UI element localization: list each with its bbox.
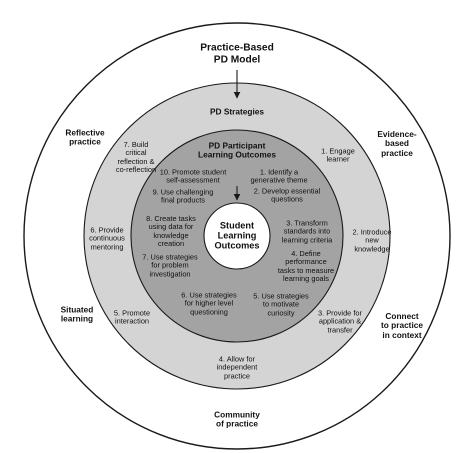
participant-outcome-item: 5. Use strategies to motivate curiosity xyxy=(253,291,309,318)
pd-strategy-item: 4. Allow for independent practice xyxy=(216,354,258,381)
outer-label-reflective-practice: Reflective practice xyxy=(65,127,105,147)
outer-label-community-of-practice: Community of practice xyxy=(214,409,260,429)
pd-strategy-item: 2. Introduce new knowledge xyxy=(352,227,392,254)
center-label: Student Learning Outcomes xyxy=(214,220,260,252)
pd-strategy-item: 3. Provide for application & transfer xyxy=(318,308,362,335)
pd-strategies-title: PD Strategies xyxy=(210,106,264,117)
participant-outcome-item: 3. Transform standards into learning cri… xyxy=(281,218,333,245)
pd-strategy-item: 7. Build critical reflection & co-reflec… xyxy=(115,140,157,175)
outer-label-evidence-based-practice: Evidence- based practice xyxy=(377,128,417,158)
participant-outcome-item: 8. Create tasks using data for knowledge… xyxy=(146,214,196,249)
participant-outcome-item: 10. Promote student self-assessment xyxy=(159,167,227,185)
participant-outcome-item: 2. Develop essential questions xyxy=(253,186,321,204)
participant-outcomes-title: PD Participant Learning Outcomes xyxy=(198,140,276,160)
pd-strategy-item: 6. Provide continuous mentoring xyxy=(89,225,125,252)
model-title: Practice-Based PD Model xyxy=(200,42,274,66)
pd-strategy-item: 5. Promote interaction xyxy=(113,308,151,326)
participant-outcome-item: 4. Define performance tasks to measure l… xyxy=(277,249,335,284)
participant-outcome-item: 7. Use strategies for problem investigat… xyxy=(142,252,198,279)
participant-outcome-item: 6. Use strategies for higher level quest… xyxy=(181,290,237,317)
participant-outcome-item: 9. Use challenging final products xyxy=(152,187,214,205)
outer-label-connect-to-practice: Connect to practice in context xyxy=(381,310,423,340)
participant-outcome-item: 1. Identify a generative theme xyxy=(250,167,308,185)
student-outcomes-center xyxy=(203,202,271,270)
outer-label-situated-learning: Situated learning xyxy=(60,304,94,324)
pd-strategy-item: 1. Engage learner xyxy=(321,146,355,164)
